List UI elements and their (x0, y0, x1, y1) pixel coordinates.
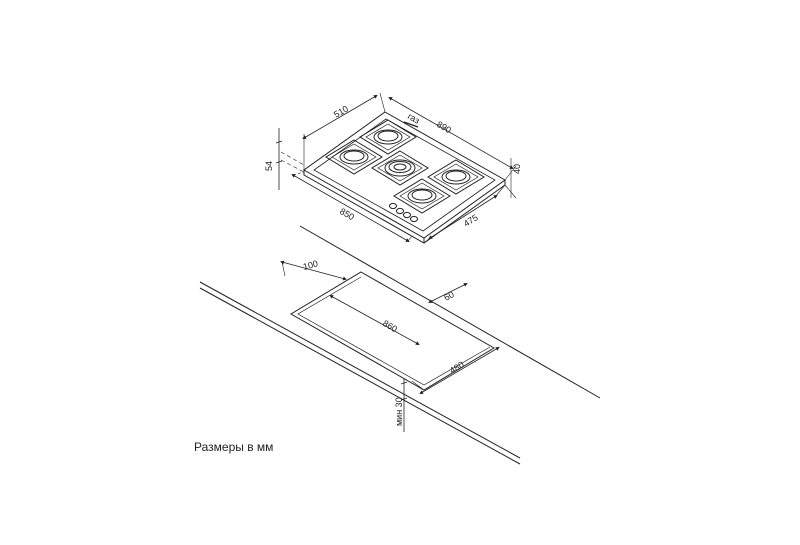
hob-cutout-width-label: 850 (338, 206, 356, 222)
countertop-offset-label: 100 (302, 258, 319, 272)
burner-rear-right (427, 159, 485, 195)
dimensions-caption: Размеры в мм (194, 440, 274, 454)
countertop-drawing (199, 225, 601, 465)
countertop-edge-label: 60 (442, 289, 456, 303)
hob-drawing (275, 92, 517, 244)
hob-depth-label: 510 (332, 104, 350, 120)
countertop-cutout-depth-label: 480 (448, 359, 466, 375)
control-knobs (389, 202, 418, 223)
hob-cutout-depth-label: 475 (462, 212, 480, 228)
countertop-rear-edge (299, 225, 601, 399)
knob-3 (403, 211, 411, 219)
knob-4 (410, 215, 418, 223)
knob-1 (389, 202, 397, 210)
countertop-front-edge (199, 281, 521, 459)
countertop-thickness-label: мин 30 (394, 397, 404, 426)
hob-height-label: 54 (264, 161, 274, 171)
hob-inset-label: 40 (512, 164, 522, 174)
burner-middle-left (325, 139, 383, 175)
knob-2 (396, 207, 404, 215)
